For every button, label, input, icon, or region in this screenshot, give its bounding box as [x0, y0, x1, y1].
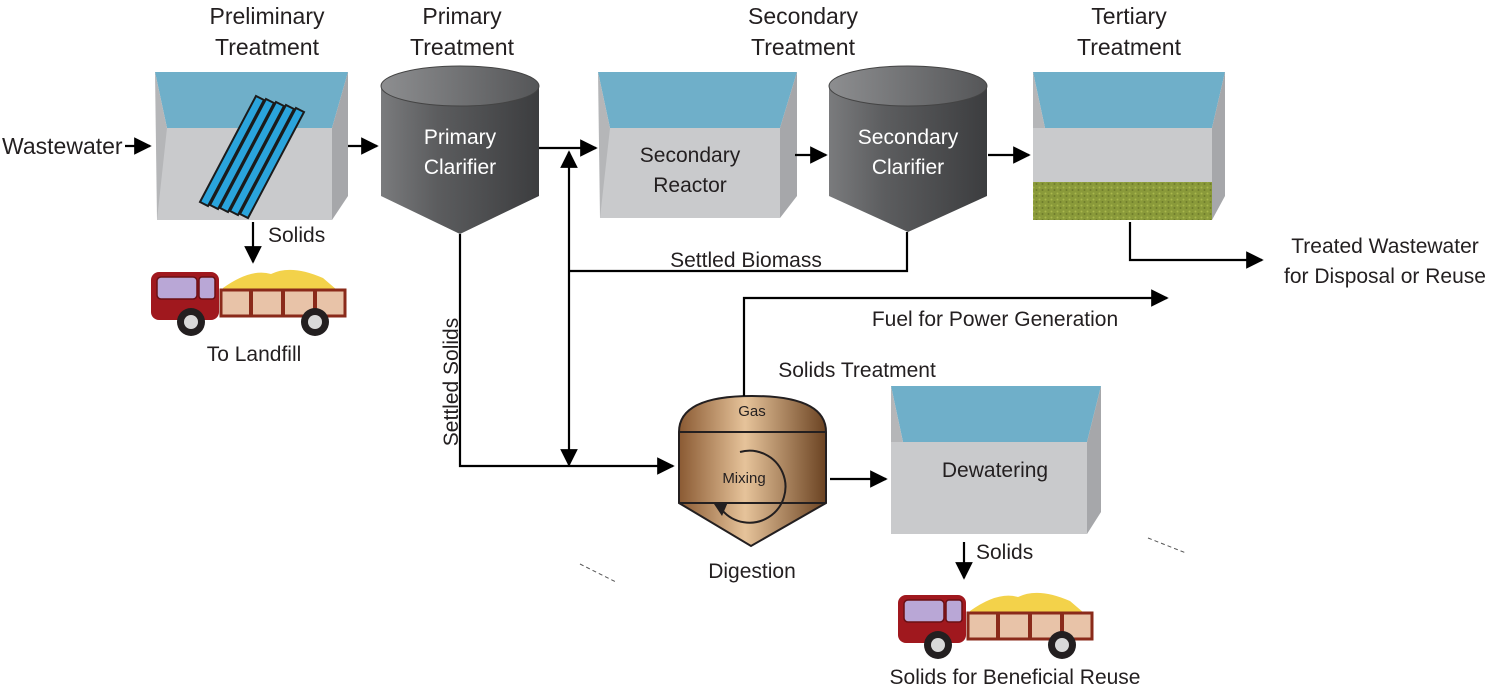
bar-screen-icon: [198, 94, 306, 220]
secondary-reactor: [598, 72, 797, 218]
secondary-clarifier-label: Secondary: [858, 126, 959, 149]
secondary-clarifier: [828, 65, 988, 232]
primary-clarifier-label-2: Clarifier: [424, 156, 496, 179]
stage-title-tertiary: Tertiary: [1091, 3, 1167, 29]
primary-clarifier: [380, 65, 540, 234]
arrow-treated-effluent: [1128, 222, 1264, 269]
stage-title-secondary-2: Treatment: [751, 34, 856, 60]
dewatering-tank: [891, 386, 1101, 534]
landfill-truck-icon: [149, 268, 347, 338]
digester: [678, 394, 827, 548]
solids-treatment-label: Solids Treatment: [778, 359, 936, 382]
reuse-truck-icon: [896, 591, 1094, 661]
beneficial-reuse-label: Solids for Beneficial Reuse: [890, 666, 1141, 689]
treated-label-2: for Disposal or Reuse: [1284, 265, 1486, 288]
stage-title-primary-2: Treatment: [410, 34, 515, 60]
stage-title-preliminary-2: Treatment: [215, 34, 320, 60]
flow-lines: [125, 137, 1264, 583]
tertiary-filter: [1033, 72, 1225, 220]
stage-title-tertiary-2: Treatment: [1077, 34, 1182, 60]
solids-preliminary-label: Solids: [268, 224, 325, 247]
stage-title-secondary: Secondary: [748, 3, 858, 29]
mixing-loop-icon: [721, 449, 787, 524]
fuel-label: Fuel for Power Generation: [872, 308, 1118, 331]
treated-label: Treated Wastewater: [1291, 235, 1479, 258]
secondary-reactor-label: Secondary: [640, 144, 741, 167]
secondary-clarifier-label-2: Clarifier: [872, 156, 944, 179]
dashed-mark-2: [1147, 537, 1187, 554]
arrow-settled-solids: [458, 234, 675, 475]
digester-gas-label: Gas: [738, 403, 766, 420]
settled-solids-label: Settled Solids: [440, 318, 463, 446]
secondary-reactor-label-2: Reactor: [653, 174, 727, 197]
wastewater-label: Wastewater: [2, 133, 123, 159]
line-settled-biomass: [569, 232, 909, 273]
dashed-mark-1: [579, 563, 617, 583]
dewatering-label: Dewatering: [942, 459, 1048, 482]
filter-media: [1033, 182, 1212, 220]
solids-dewatering-label: Solids: [976, 541, 1033, 564]
settled-biomass-label: Settled Biomass: [670, 249, 822, 272]
primary-clarifier-label: Primary: [424, 126, 497, 149]
digestion-label: Digestion: [708, 560, 796, 583]
digester-mixing-label: Mixing: [722, 470, 765, 487]
stage-title-preliminary: Preliminary: [209, 3, 325, 29]
arrow-biogas: [742, 289, 1169, 396]
to-landfill-label: To Landfill: [207, 343, 302, 366]
preliminary-tank: [155, 72, 348, 220]
stage-title-primary: Primary: [422, 3, 502, 29]
